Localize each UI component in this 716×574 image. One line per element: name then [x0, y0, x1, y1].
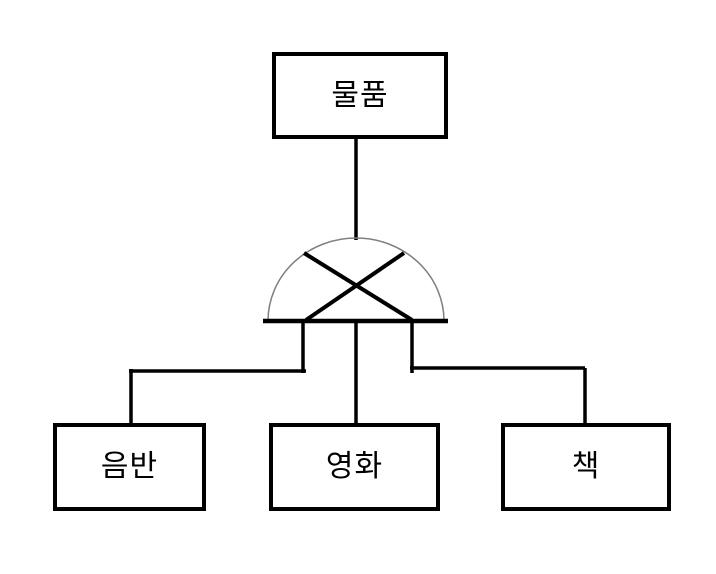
node-child-movie-label: 영화 — [325, 450, 384, 483]
gate-x-diagonal-2 — [304, 251, 406, 322]
node-child-movie: 영화 — [269, 423, 440, 511]
node-child-record: 음반 — [53, 423, 206, 511]
node-root: 물품 — [272, 52, 448, 139]
node-root-label: 물품 — [331, 78, 389, 112]
node-child-book-label: 책 — [571, 450, 601, 483]
connector-right — [410, 321, 587, 423]
node-child-record-label: 음반 — [100, 450, 159, 483]
node-child-book: 책 — [501, 423, 671, 511]
gate-arc — [267, 237, 445, 322]
connector-left — [129, 321, 306, 423]
xor-gate-icon — [263, 237, 448, 324]
